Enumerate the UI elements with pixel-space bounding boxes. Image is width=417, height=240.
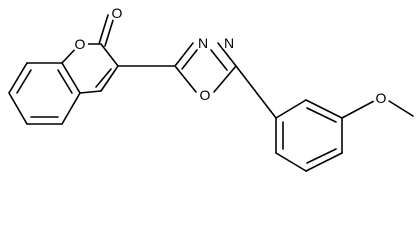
bond (306, 148, 337, 164)
bond (235, 65, 277, 119)
ring-oxygen-atom: O (72, 36, 88, 52)
bond (61, 92, 81, 125)
bond (174, 65, 197, 93)
bond (100, 43, 119, 67)
bond (306, 107, 337, 123)
atom-label: N (198, 35, 208, 51)
bond (217, 42, 237, 67)
oxadiazole-nitrogen-left-atom: N (195, 35, 211, 51)
bond (388, 100, 414, 117)
bond (210, 49, 228, 71)
atom-label: O (75, 36, 86, 52)
bond (8, 92, 28, 125)
bond (98, 14, 109, 45)
bond (100, 65, 119, 92)
bond (305, 99, 343, 119)
bond (181, 49, 198, 70)
bond (16, 69, 32, 94)
bond (305, 152, 343, 172)
structure-canvas: O O N N O O (8, 5, 414, 172)
chemical-structure-drawing: O O N N O O (8, 5, 414, 172)
atom-labels: O O N N O O (72, 5, 389, 106)
bond (275, 99, 307, 119)
oxadiazole-oxygen-atom: O (197, 87, 213, 103)
atom-label: O (112, 5, 123, 21)
bond (79, 90, 102, 94)
bond (174, 42, 194, 67)
atom-label: N (224, 35, 234, 51)
bond (8, 62, 28, 94)
bond (61, 62, 81, 94)
bond (57, 69, 73, 94)
atom-label: O (376, 90, 387, 106)
atom-label: O (200, 87, 211, 103)
bond (341, 100, 375, 119)
bond (275, 152, 307, 172)
bond (95, 68, 112, 88)
bond (104, 16, 115, 47)
bond (213, 65, 237, 93)
carbonyl-oxygen-atom: O (109, 5, 125, 21)
oxadiazole-nitrogen-right-atom: N (221, 35, 237, 51)
methoxy-oxygen-atom: O (373, 90, 389, 106)
bonds (8, 14, 414, 172)
